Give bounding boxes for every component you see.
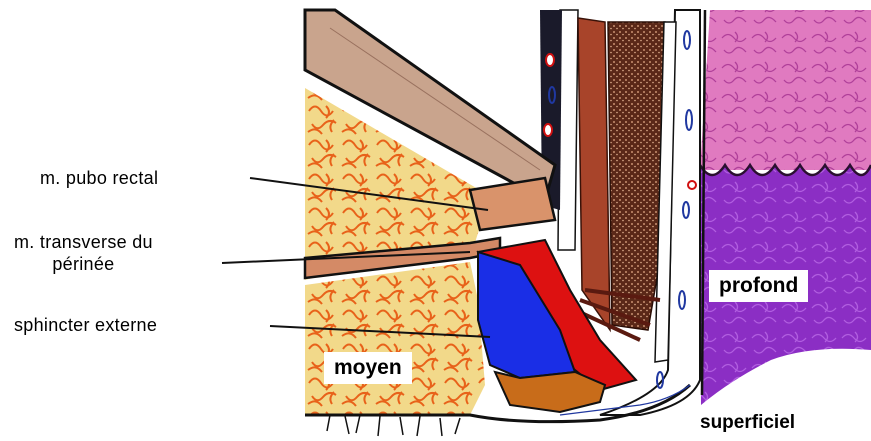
label-moyen: moyen	[324, 352, 412, 384]
label-transverse-line1: m. transverse du	[14, 231, 153, 253]
pubo-rectal-muscle	[470, 178, 555, 230]
label-transverse-line2: périnée	[14, 253, 153, 275]
label-sphincter-externe: sphincter externe	[14, 314, 157, 336]
label-superficiel: superficiel	[700, 412, 795, 434]
sphincter-superficial	[495, 372, 605, 412]
label-profond: profond	[709, 270, 808, 302]
rectal-mucosa	[700, 10, 871, 405]
label-pubo-rectal: m. pubo rectal	[40, 167, 158, 189]
label-transverse-perineal: m. transverse du périnée	[14, 231, 153, 275]
